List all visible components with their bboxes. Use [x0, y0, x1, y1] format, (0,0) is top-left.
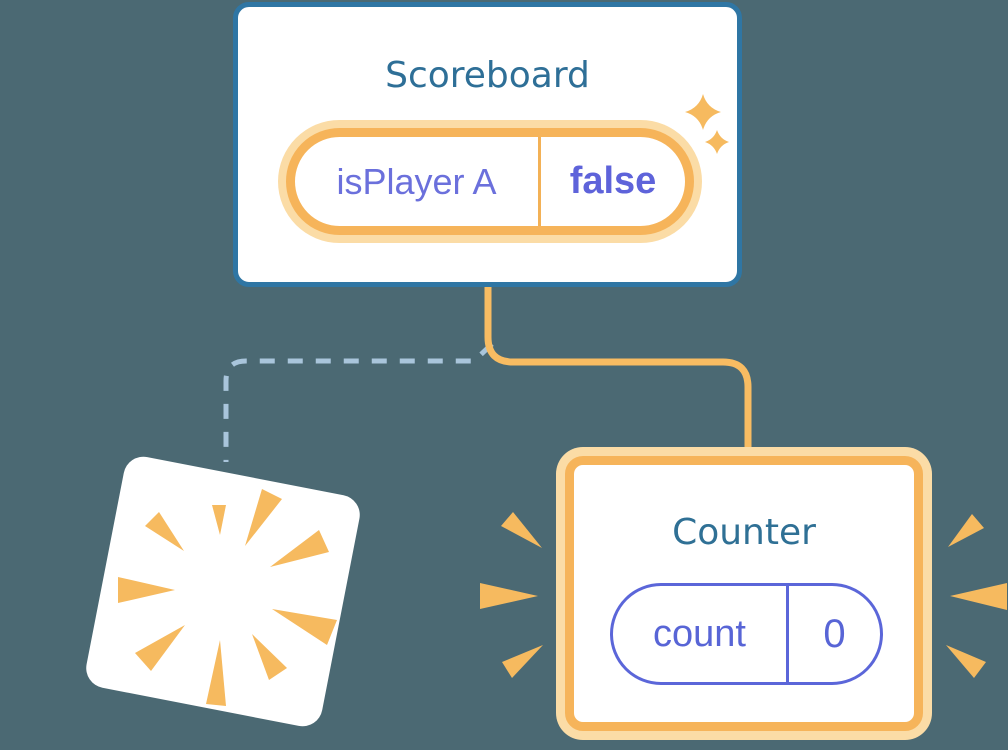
poof-ray [272, 609, 337, 645]
scoreboard-component-box: Scoreboard isPlayer A false [233, 2, 742, 287]
poof-ray [270, 530, 329, 567]
counter-state-pill: count 0 [610, 583, 883, 685]
poof-burst-icon [118, 489, 337, 706]
poof-ray [145, 512, 184, 551]
removed-branch-dashed-line [223, 342, 494, 462]
state-value-label: false [569, 160, 657, 202]
pill-divider [786, 586, 789, 682]
poof-ray [206, 640, 226, 706]
active-branch-line [484, 281, 752, 456]
poof-ray [252, 634, 287, 680]
scoreboard-title: Scoreboard [385, 55, 590, 96]
pill-divider [538, 137, 541, 226]
state-key-label: isPlayer A [336, 160, 497, 202]
counter-title: Counter [672, 512, 816, 553]
poof-ray [135, 625, 185, 671]
poof-ray [118, 577, 175, 603]
scoreboard-state-pill: isPlayer A false [286, 128, 694, 235]
state-key-label: count [653, 612, 746, 655]
poof-ray [245, 489, 282, 546]
poof-ray [212, 505, 226, 535]
counter-component-box: Counter count 0 [565, 456, 923, 731]
state-value-label: 0 [823, 611, 846, 656]
